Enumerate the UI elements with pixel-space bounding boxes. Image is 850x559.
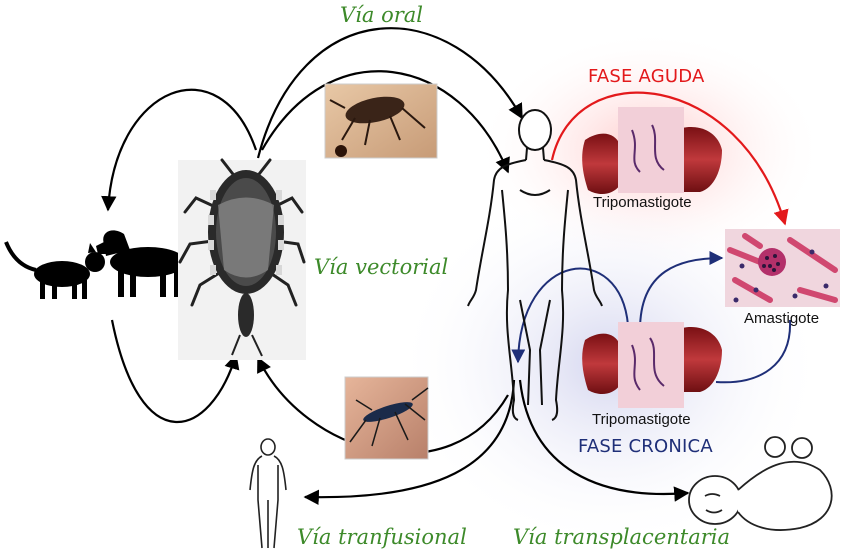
arrow-oral-route — [256, 27, 523, 159]
arrow-chronic-to-amastigote — [639, 251, 724, 331]
stage-label-chronic-trypomastigote: Tripomastigote — [592, 411, 691, 428]
baby-icon — [688, 436, 833, 531]
arrow-amastigote-to-chronic — [715, 319, 792, 384]
chronic-phase-panel — [582, 322, 722, 408]
stage-label-acute-trypomastigote: Tripomastigote — [593, 194, 692, 211]
small-human-icon — [249, 438, 287, 549]
arrow-chronic-to-human — [511, 267, 629, 364]
route-label-transfusional: Vía tranfusional — [297, 525, 467, 549]
arrow-acute-phase — [550, 91, 789, 226]
arrow-animals-to-bug — [110, 319, 240, 423]
dog-icon — [96, 230, 193, 297]
arrow-bug-to-animals — [101, 88, 258, 212]
human-body-icon — [467, 109, 603, 421]
kissing-bug-photo — [324, 83, 438, 159]
route-label-oral: Vía oral — [340, 3, 423, 27]
cat-icon — [4, 241, 105, 299]
arrow-transplacental — [518, 379, 690, 502]
arrow-transfusional — [303, 379, 516, 506]
route-label-transplacental: Vía transplacentaria — [513, 525, 731, 549]
phase-label-acute: FASE AGUDA — [588, 66, 705, 87]
amastigote-panel — [725, 229, 840, 307]
phase-label-chronic: FASE CRONICA — [578, 436, 713, 457]
triatomine-bug-icon — [178, 158, 306, 360]
route-label-vectorial: Vía vectorial — [314, 255, 449, 279]
arrow-vector-to-human — [261, 70, 510, 174]
mosquito-photo — [344, 376, 429, 460]
stage-label-amastigote: Amastigote — [744, 310, 820, 327]
acute-phase-panel — [582, 107, 722, 195]
